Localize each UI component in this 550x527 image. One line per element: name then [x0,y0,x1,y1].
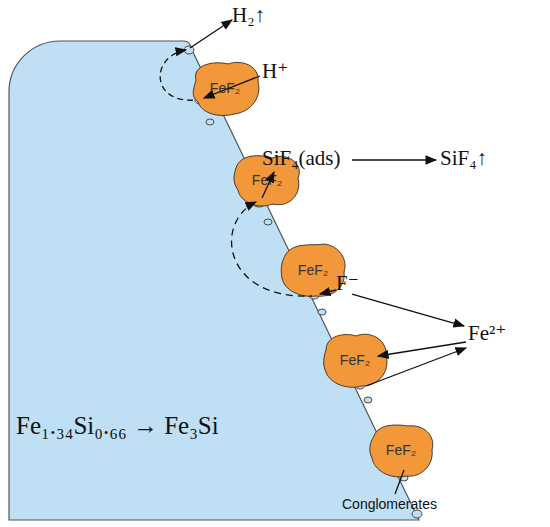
callout-text: Conglomerates [342,497,437,512]
species-label: Fe²⁺ [468,322,506,345]
species-label: SiF₄↑ [440,147,487,170]
species-label: SiF₄(ads) [262,147,341,170]
species-label: H₂↑ [232,4,265,27]
fef2-deposit: FeF₂ [190,58,260,118]
composition-text: Fe₁.₃₄Si₀.₆₆ → Fe₃Si [16,412,219,440]
deposit-label: FeF₂ [298,262,328,278]
deposit-label: FeF₂ [210,80,240,96]
deposit-label: FeF₂ [340,352,370,368]
species-label: H⁺ [262,60,288,83]
fef2-deposit: FeF₂ [320,330,390,390]
deposit-label: FeF₂ [386,442,416,458]
deposit-label: FeF₂ [252,172,282,188]
fef2-deposit: FeF₂ [366,420,436,480]
species-label: F⁻ [336,272,359,295]
